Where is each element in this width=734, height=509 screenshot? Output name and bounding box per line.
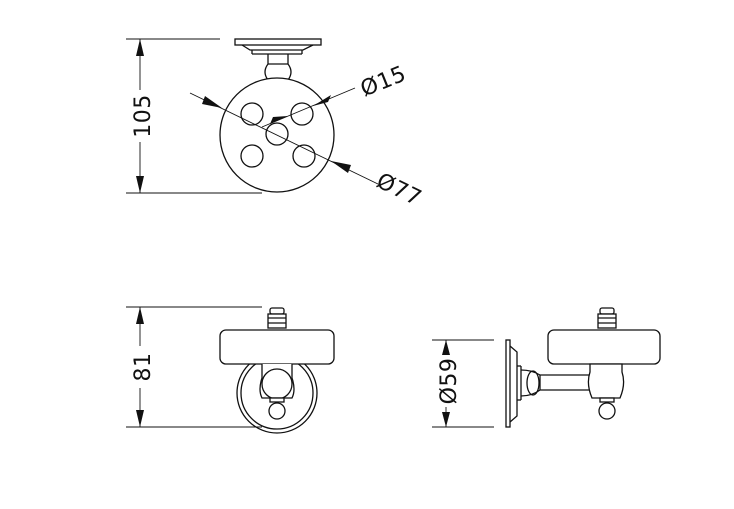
dim-81-label: 81	[131, 353, 156, 382]
front-view: 81	[126, 306, 335, 434]
dim-59-label: Ø59	[437, 358, 462, 405]
top-view: 105	[126, 38, 425, 212]
dim-15-label: Ø15	[357, 62, 410, 103]
side-top-knob	[597, 307, 617, 329]
dim-105: 105	[126, 38, 262, 194]
top-wall-plate	[234, 38, 322, 55]
side-wall-flange	[505, 339, 522, 428]
dim-77-label: Ø77	[372, 169, 425, 212]
dim-81: 81	[126, 306, 262, 428]
side-bracket-hub	[587, 363, 625, 420]
side-arm	[520, 369, 590, 397]
front-dish-plate	[219, 329, 335, 365]
side-view: Ø59	[432, 307, 661, 428]
dim-59: Ø59	[432, 339, 494, 428]
front-bottom-knob	[268, 397, 286, 420]
front-top-knob	[267, 307, 287, 329]
drain-holes	[240, 102, 316, 168]
dim-105-label: 105	[131, 94, 156, 138]
side-dish-plate	[547, 329, 661, 365]
